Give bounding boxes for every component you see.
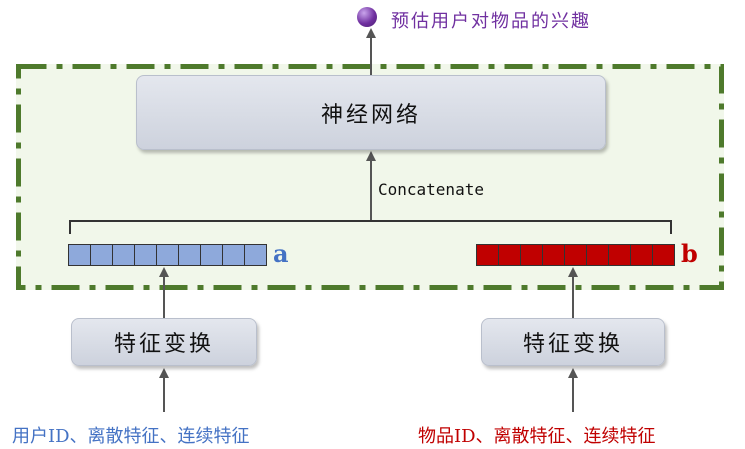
item-vector-cell: [653, 244, 675, 266]
user-vector-cell: [113, 244, 135, 266]
item-vector-cell: [543, 244, 565, 266]
user-transform-label: 特征变换: [113, 332, 214, 357]
item-vector-cell: [587, 244, 609, 266]
item-transform-label: 特征变换: [522, 332, 623, 357]
item-feature-transform-box: 特征变换: [481, 318, 665, 366]
item-vector-cell: [477, 244, 499, 266]
user-vector-label: a: [273, 239, 289, 268]
item-vector-cell: [565, 244, 587, 266]
user-embedding-vector: [68, 244, 267, 266]
user-vector-cell: [223, 244, 245, 266]
output-dot-icon: [357, 7, 377, 27]
item-input-features-label: 物品ID、离散特征、连续特征: [418, 426, 656, 447]
user-feature-transform-box: 特征变换: [71, 318, 257, 366]
user-vector-cell: [69, 244, 91, 266]
user-vector-cell: [179, 244, 201, 266]
user-vector-cell: [135, 244, 157, 266]
user-input-features-label: 用户ID、离散特征、连续特征: [12, 426, 250, 447]
item-vector-label: b: [681, 239, 698, 268]
user-vector-cell: [157, 244, 179, 266]
neural-network-box: 神经网络: [136, 75, 606, 150]
item-vector-cell: [631, 244, 653, 266]
user-vector-cell: [245, 244, 267, 266]
item-vector-cell: [521, 244, 543, 266]
item-vector-cell: [499, 244, 521, 266]
output-label: 预估用户对物品的兴趣: [391, 11, 591, 32]
concatenate-label: Concatenate: [378, 180, 484, 199]
item-vector-cell: [609, 244, 631, 266]
neural-network-label: 神经网络: [320, 102, 421, 128]
item-embedding-vector: [476, 244, 675, 266]
user-vector-cell: [91, 244, 113, 266]
user-vector-cell: [201, 244, 223, 266]
